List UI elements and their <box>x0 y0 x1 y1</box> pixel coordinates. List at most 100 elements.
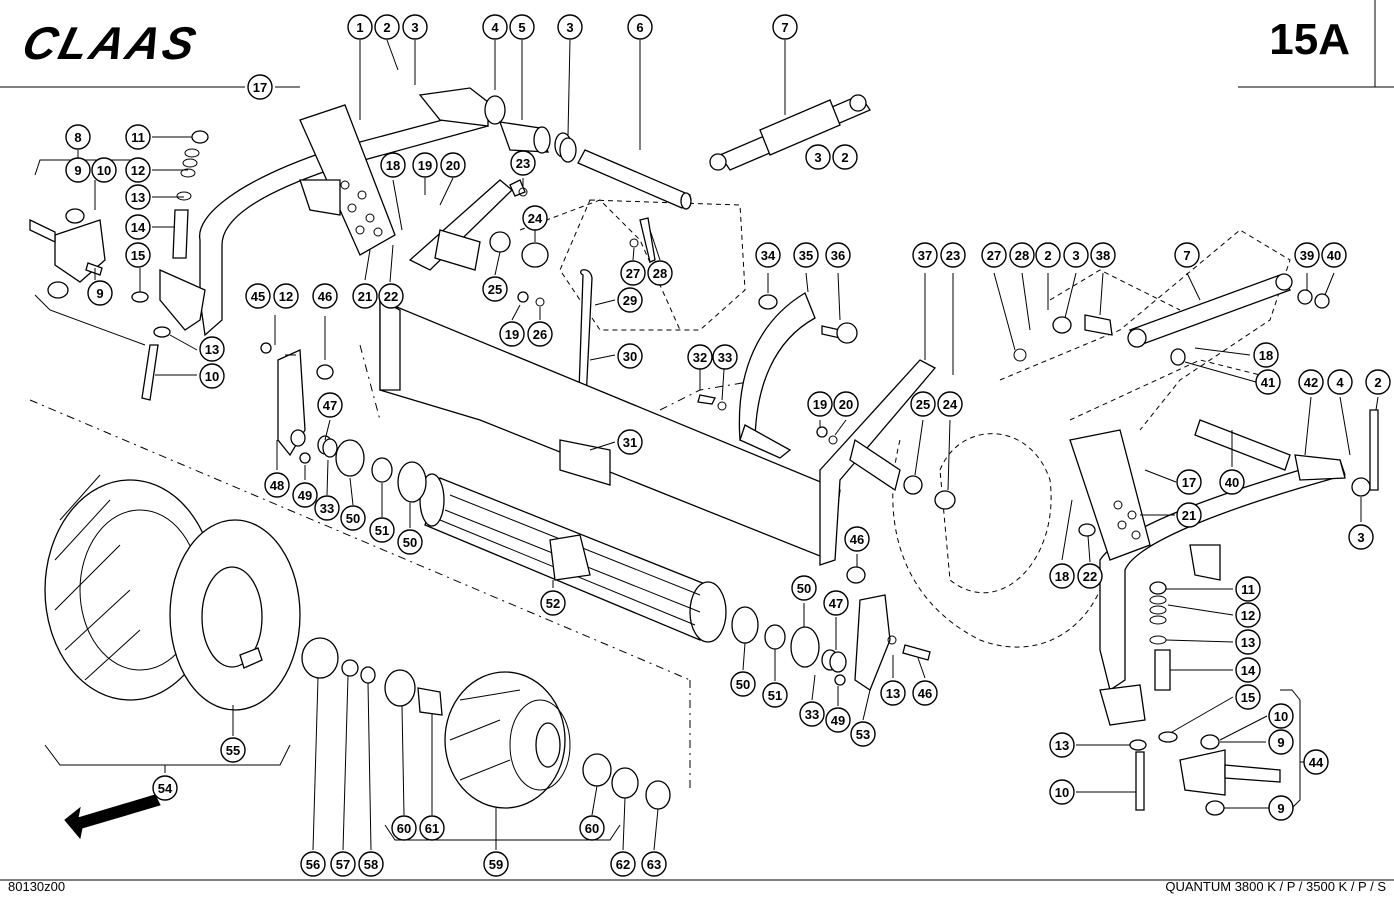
callout-32: 32 <box>687 344 713 370</box>
frame-lines <box>0 0 1394 881</box>
callout-11: 11 <box>1235 576 1261 602</box>
callout-42: 42 <box>1298 369 1324 395</box>
callout-number: 13 <box>131 190 145 205</box>
callout-number: 39 <box>1300 248 1314 263</box>
callout-number: 21 <box>1182 508 1196 523</box>
callout-number: 13 <box>886 686 900 701</box>
wheel-assembly <box>44 474 671 810</box>
callout-number: 2 <box>841 150 848 165</box>
callout-47: 47 <box>823 590 849 616</box>
callout-35: 35 <box>793 242 819 268</box>
callout-17: 17 <box>247 74 273 100</box>
callout-34: 34 <box>755 242 781 268</box>
callout-44: 44 <box>1303 749 1329 775</box>
callout-number: 15 <box>1241 690 1255 705</box>
callout-number: 44 <box>1309 755 1324 770</box>
callout-number: 40 <box>1327 248 1341 263</box>
callout-number: 17 <box>253 80 267 95</box>
callout-57: 57 <box>330 851 356 877</box>
callout-25: 25 <box>482 276 508 302</box>
callout-number: 46 <box>318 289 332 304</box>
callout-17: 17 <box>1176 469 1202 495</box>
callout-number: 9 <box>74 163 81 178</box>
callout-number: 14 <box>131 220 146 235</box>
callout-21: 21 <box>1176 502 1202 528</box>
callout-7: 7 <box>1174 242 1200 268</box>
callout-number: 51 <box>768 688 782 703</box>
callout-31: 31 <box>617 429 643 455</box>
callout-13: 13 <box>199 336 225 362</box>
callout-number: 31 <box>623 435 637 450</box>
roller-bearings-right <box>731 566 931 691</box>
callout-number: 14 <box>1241 663 1256 678</box>
callout-number: 50 <box>346 511 360 526</box>
callout-number: 46 <box>918 686 932 701</box>
callout-20: 20 <box>833 391 859 417</box>
callout-number: 33 <box>805 707 819 722</box>
left-arm-detail <box>29 130 209 401</box>
callout-number: 47 <box>829 596 843 611</box>
callout-38: 38 <box>1090 242 1116 268</box>
callout-number: 2 <box>1374 375 1381 390</box>
callout-9: 9 <box>1268 729 1294 755</box>
callout-27: 27 <box>620 260 646 286</box>
callout-2: 2 <box>832 144 858 170</box>
callout-number: 20 <box>839 397 853 412</box>
callout-number: 37 <box>918 248 932 263</box>
callout-number: 7 <box>781 20 788 35</box>
callout-24: 24 <box>522 205 548 231</box>
callout-2: 2 <box>1035 242 1061 268</box>
callout-number: 7 <box>1183 248 1190 263</box>
callout-10: 10 <box>1268 703 1294 729</box>
callout-40: 40 <box>1321 242 1347 268</box>
callout-number: 11 <box>131 130 145 145</box>
callout-51: 51 <box>762 682 788 708</box>
callout-number: 40 <box>1225 475 1239 490</box>
callout-50: 50 <box>730 671 756 697</box>
right-arm-detail <box>1099 581 1281 816</box>
callout-number: 47 <box>323 398 337 413</box>
roller-bearings-left <box>260 342 427 503</box>
callout-number: 33 <box>320 501 334 516</box>
callout-19: 19 <box>499 321 525 347</box>
callout-15: 15 <box>125 242 151 268</box>
callout-60: 60 <box>391 815 417 841</box>
callout-25: 25 <box>910 391 936 417</box>
callout-number: 19 <box>418 158 432 173</box>
callout-number: 9 <box>1277 735 1284 750</box>
callout-number: 59 <box>489 857 503 872</box>
right-guard-parts <box>697 292 956 510</box>
callout-number: 17 <box>1182 475 1196 490</box>
callout-13: 13 <box>1049 732 1075 758</box>
callout-number: 12 <box>131 163 145 178</box>
callout-number: 23 <box>516 156 530 171</box>
callout-18: 18 <box>1049 563 1075 589</box>
callout-number: 13 <box>1055 738 1069 753</box>
callout-26: 26 <box>527 321 553 347</box>
callout-12: 12 <box>1235 602 1261 628</box>
callout-18: 18 <box>1253 342 1279 368</box>
callout-23: 23 <box>510 150 536 176</box>
leader-lines <box>77 39 1379 851</box>
callout-number: 28 <box>653 266 667 281</box>
callout-number: 18 <box>386 158 400 173</box>
callout-3: 3 <box>1063 242 1089 268</box>
callout-number: 8 <box>74 130 81 145</box>
cylinder-7-left <box>709 94 871 171</box>
callout-29: 29 <box>617 287 643 313</box>
callout-number: 56 <box>306 857 320 872</box>
callout-number: 49 <box>298 488 312 503</box>
callout-30: 30 <box>617 343 643 369</box>
callout-number: 4 <box>1336 375 1344 390</box>
callout-number: 3 <box>814 150 821 165</box>
callout-2: 2 <box>374 14 400 40</box>
callout-number: 38 <box>1096 248 1110 263</box>
callout-12: 12 <box>125 157 151 183</box>
callout-63: 63 <box>641 851 667 877</box>
callout-number: 61 <box>425 821 439 836</box>
callout-number: 25 <box>916 397 930 412</box>
callout-61: 61 <box>419 815 445 841</box>
callout-7: 7 <box>772 14 798 40</box>
callout-28: 28 <box>647 260 673 286</box>
callout-11: 11 <box>125 124 151 150</box>
